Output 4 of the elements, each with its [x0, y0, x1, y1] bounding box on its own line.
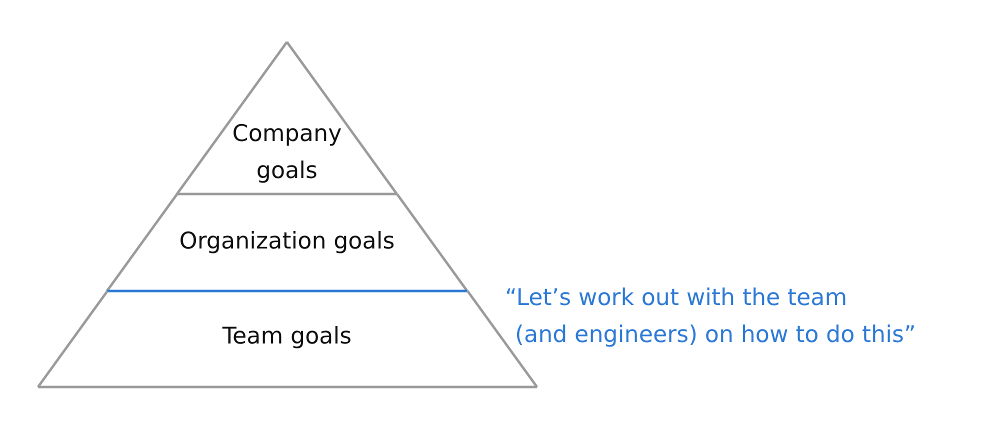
tier-label: Team goals — [222, 322, 352, 352]
tier-label: Organization goals — [179, 228, 395, 256]
quote-note: “Let’s work out with the team (and engineers) on how to do this” — [505, 284, 917, 350]
tier-label: Company goals — [231, 120, 343, 186]
